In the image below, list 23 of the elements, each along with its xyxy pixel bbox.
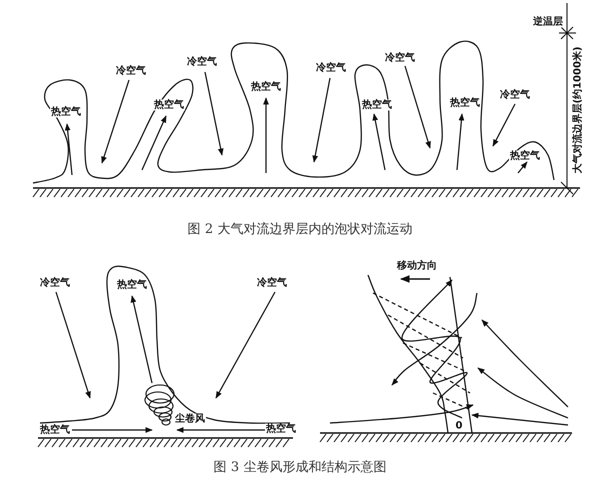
figure-caption: 图 2 大气对流边界层内的泡状对流运动 <box>186 222 414 238</box>
air-label: 热空气 <box>153 100 185 110</box>
air-label: 冷空气 <box>186 56 218 68</box>
direction-label: 移动方向 <box>396 260 438 272</box>
air-label: 冷空气 <box>256 278 288 288</box>
air-label: 热空气 <box>361 100 393 110</box>
figure-caption: 图 3 尘卷风形成和结构示意图 <box>212 460 388 476</box>
air-label: 热空气 <box>39 424 71 436</box>
air-label: 冷空气 <box>39 278 71 288</box>
air-label: 冷空气 <box>315 62 347 74</box>
air-label: 冷空气 <box>115 66 147 76</box>
air-label: 热空气 <box>509 150 541 162</box>
air-label: 热空气 <box>250 82 282 92</box>
air-label: 热空气 <box>50 106 82 118</box>
dust-devil-label: 尘卷风 <box>174 414 206 424</box>
air-label: 冷空气 <box>499 90 531 100</box>
dimension-label: 大气对流边界层(约1000米) <box>572 46 584 174</box>
axis-label: 0 <box>454 420 464 432</box>
layer-label: 逆温层 <box>532 16 564 28</box>
air-label: 热空气 <box>265 424 297 434</box>
air-label: 热空气 <box>449 98 481 108</box>
air-label: 冷空气 <box>384 52 416 64</box>
air-label: 热空气 <box>116 280 148 290</box>
